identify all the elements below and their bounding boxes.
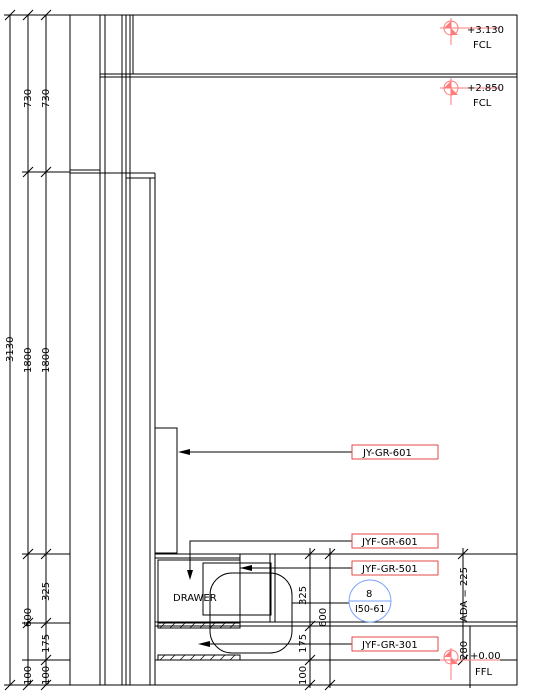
level-top-label: FCL [473, 40, 492, 51]
slash-12 [22, 679, 34, 691]
dim-outer-3130: 3130 [5, 337, 16, 362]
hatch-u-5 [199, 622, 206, 629]
slash-15 [324, 548, 336, 560]
slash-2 [22, 9, 34, 21]
level-second-fill2 [451, 88, 458, 95]
tag-t2-box [351, 533, 439, 549]
dim-inner-100: 100 [41, 666, 52, 685]
level-floor-value: +0.00 [470, 651, 501, 662]
tag-t2-text: JYF-GR-601 [361, 537, 418, 548]
tag-jyf-gr-301: JYF-GR-301 [351, 636, 439, 652]
slash-17 [304, 654, 316, 666]
arrow-t1 [178, 449, 190, 455]
dim-right-175: 175 [298, 634, 309, 653]
arrow-t2 [187, 570, 193, 580]
tag-t3-box [351, 560, 439, 576]
slash-7 [40, 548, 52, 560]
dim-inner-1800: 1800 [41, 348, 52, 373]
level-floor-label: FFL [475, 667, 493, 678]
slash-14 [304, 548, 316, 560]
slash-10 [40, 654, 52, 666]
dim-right-280: 280 [459, 641, 470, 660]
tag-t3-text: JYF-GR-501 [361, 564, 418, 575]
hatch-u-8 [229, 622, 236, 629]
dim-middle-100: 100 [23, 666, 34, 685]
level-top-fill [444, 21, 451, 28]
drawer-label: DRAWER [173, 593, 217, 604]
slash-18 [304, 679, 316, 691]
dim-right-600: 600 [318, 608, 329, 627]
dim-middle-600: 600 [23, 608, 34, 627]
tag-t4-text: JYF-GR-301 [361, 640, 418, 651]
slash-19 [324, 679, 336, 691]
dim-inner-325: 325 [41, 582, 52, 601]
tag-t1-box [351, 444, 439, 460]
level-marker-floor: +0.00 FFL [440, 648, 501, 680]
dim-middle-1800: 1800 [23, 348, 34, 373]
slash-20 [457, 548, 469, 560]
slash-16 [304, 620, 316, 632]
dim-right-325: 325 [298, 586, 309, 605]
level-marker-second: +2.850 FCL [440, 78, 504, 109]
leader-t2 [189, 540, 352, 578]
hatch-u-4 [189, 622, 196, 629]
slash-3 [40, 9, 52, 21]
slash-9 [40, 617, 52, 629]
level-floor-fill2 [451, 657, 458, 664]
tag-jyf-gr-501: JYF-GR-501 [351, 560, 439, 576]
tag-t1-text: JY-GR-601 [362, 448, 412, 459]
detail-callout: 8 I50-61 [348, 579, 392, 623]
callout-sheet: I50-61 [355, 604, 385, 615]
hatch-u-6 [209, 622, 216, 629]
slash-11 [4, 679, 16, 691]
level-top-value: +3.130 [467, 25, 504, 36]
slash-8 [22, 617, 34, 629]
hatch-strip-upper [157, 622, 241, 629]
dim-right-ada: ADA = 225 [459, 567, 470, 622]
arrow-t3 [240, 565, 252, 571]
elevation-frame [69, 14, 518, 686]
hatch-l-4 [189, 654, 196, 661]
level-top-fill2 [451, 28, 458, 35]
hatch-l-2 [169, 654, 176, 661]
dim-inner-730: 730 [41, 89, 52, 108]
drawer-inner-box [202, 562, 272, 616]
dim-inner-175: 175 [41, 634, 52, 653]
arrow-t4 [198, 641, 210, 647]
drawer-box [157, 559, 241, 623]
level-marker-top: +3.130 FCL [440, 18, 504, 51]
hatch-u-7 [219, 622, 226, 629]
hatch-l-8 [229, 654, 236, 661]
callout-number: 8 [366, 589, 372, 600]
slash-6 [22, 548, 34, 560]
hatch-u-2 [169, 622, 176, 629]
level-floor-fill [444, 650, 451, 657]
hatch-u-1 [159, 622, 166, 629]
level-second-value: +2.850 [467, 83, 504, 94]
slash-13 [40, 679, 52, 691]
hatch-u-3 [179, 622, 186, 629]
slash-5 [40, 166, 52, 178]
hatch-l-5 [199, 654, 206, 661]
hatch-strip-lower [157, 654, 241, 661]
level-second-fill [444, 81, 451, 88]
hatch-l-6 [209, 654, 216, 661]
tag-jy-gr-601: JY-GR-601 [351, 444, 439, 460]
hatch-l-1 [159, 654, 166, 661]
level-second-label: FCL [473, 98, 492, 109]
slash-1 [4, 9, 16, 21]
tag-t4-box [351, 636, 439, 652]
slash-4 [22, 166, 34, 178]
dim-middle-730: 730 [23, 89, 34, 108]
wall-fitting-box [154, 427, 178, 554]
hatch-l-7 [219, 654, 226, 661]
hatch-l-3 [179, 654, 186, 661]
tag-jyf-gr-601: JYF-GR-601 [351, 533, 439, 549]
dim-right-100: 100 [298, 666, 309, 685]
detail-outline [209, 572, 293, 654]
